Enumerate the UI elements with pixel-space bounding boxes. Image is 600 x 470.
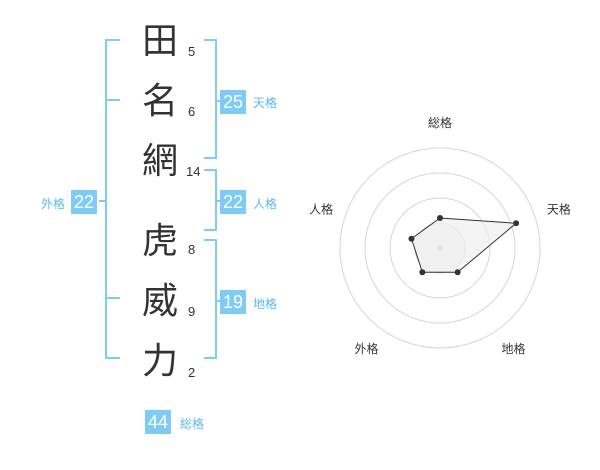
radar-axis-label: 総格 bbox=[428, 115, 452, 130]
stroke-count-1: 5 bbox=[188, 44, 196, 59]
name-char-6: 力 bbox=[141, 341, 178, 382]
radar-point-3 bbox=[454, 269, 461, 276]
stroke-count-5: 9 bbox=[188, 304, 196, 319]
stroke-count-3: 14 bbox=[186, 164, 201, 179]
soukaku-value-badge: 44 bbox=[145, 410, 172, 434]
radar-ring bbox=[364, 172, 516, 324]
tenkaku-value-badge: 25 bbox=[220, 90, 247, 114]
soukaku-label: 総格 bbox=[180, 417, 205, 431]
stroke-count-6: 2 bbox=[188, 365, 196, 380]
name-char-3: 網 bbox=[141, 141, 178, 182]
gaikaku-label: 外格 bbox=[41, 197, 66, 211]
tenkaku-label: 天格 bbox=[253, 96, 278, 110]
radar-axis-label: 人格 bbox=[309, 201, 333, 216]
radar-ring bbox=[339, 147, 541, 349]
radar-point-1 bbox=[437, 215, 443, 221]
gaikaku-bracket bbox=[99, 39, 120, 359]
jinkaku-value-badge: 22 bbox=[220, 190, 247, 214]
radar-axis-label: 天格 bbox=[547, 201, 571, 216]
name-char-2: 名 bbox=[141, 81, 178, 122]
name-char-1: 田 bbox=[141, 21, 178, 62]
stroke-count-4: 8 bbox=[188, 242, 196, 257]
chikaku-label: 地格 bbox=[253, 297, 278, 311]
radar-point-2 bbox=[513, 220, 520, 227]
radar-point-4 bbox=[419, 269, 426, 276]
name-char-5: 威 bbox=[141, 281, 178, 322]
radar-ring bbox=[389, 197, 491, 299]
name-char-4: 虎 bbox=[141, 221, 178, 262]
radar-axis-label: 地格 bbox=[501, 341, 525, 356]
radar-point-5 bbox=[408, 235, 415, 242]
gaikaku-value-badge: 22 bbox=[71, 190, 98, 214]
radar-value-polygon bbox=[410, 217, 518, 273]
jinkaku-label: 人格 bbox=[253, 197, 278, 211]
stroke-count-2: 6 bbox=[188, 104, 196, 119]
chikaku-value-badge: 19 bbox=[220, 290, 247, 314]
radar-axis-label: 外格 bbox=[355, 341, 379, 356]
